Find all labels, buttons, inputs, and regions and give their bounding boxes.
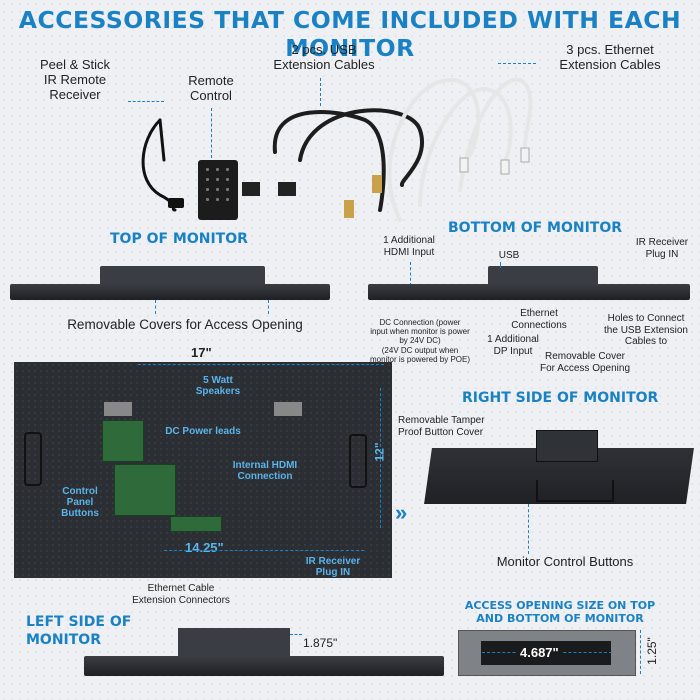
remote-control [198, 160, 238, 220]
removable-cover-label: Removable Cover For Access Opening [539, 351, 631, 374]
speakers-label: 5 Watt Speakers [195, 375, 241, 397]
ir-receiver-plug-label: IR Receiver Plug IN [635, 237, 689, 260]
ethernet-cable-3 [458, 77, 533, 192]
page-title: ACCESSORIES THAT COME INCLUDED WITH EACH… [18, 6, 682, 62]
usb-cables-label: 2 pcs. USB Extension Cables [273, 42, 375, 72]
control-buttons-label: Control Panel Buttons [61, 486, 99, 519]
chevron-right-icon: » [395, 500, 408, 525]
access-width-label: 4.687" [516, 645, 563, 660]
right-handle [536, 480, 614, 502]
ethernet-connectors-label: Ethernet Cable Extension Connectors [132, 583, 230, 606]
ethernet-cables-label: 3 pcs. Ethernet Extension Cables [559, 42, 661, 72]
ethernet-connections-label: Ethernet Connections [511, 308, 567, 331]
right-side-heading: RIGHT SIDE OF MONITOR [462, 390, 659, 406]
hdmi-connection-label: Internal HDMI Connection [232, 460, 298, 482]
back-panel-image [14, 362, 392, 578]
bottom-of-monitor-heading: BOTTOM OF MONITOR [448, 220, 623, 236]
speaker-right [274, 402, 302, 416]
handle-left [24, 432, 42, 486]
left-side-monitor-image [84, 656, 444, 676]
ethernet-cable-1 [387, 77, 481, 222]
remote-label: Remote Control [188, 73, 234, 103]
panel-width-label: 17" [191, 345, 212, 360]
dc-leads-label: DC Power leads [165, 426, 241, 437]
hdmi-input-label: 1 Additional HDMI Input [383, 235, 435, 258]
panel-inner-width-label: 14.25" [185, 540, 224, 555]
ir-receiver-label: Peel & Stick IR Remote Receiver [39, 57, 111, 102]
handle-right [349, 434, 367, 488]
ir-receiver-sensor [168, 198, 184, 208]
ir-receiver-cable [141, 118, 177, 212]
main-board [114, 464, 176, 516]
tamper-cover-label: Removable Tamper Proof Button Cover [398, 415, 485, 438]
top-of-monitor-heading: TOP OF MONITOR [110, 231, 248, 247]
usb-holes-label: Holes to Connect the USB Extension Cable… [604, 313, 688, 347]
access-height-label: 1.25" [644, 637, 659, 665]
bottom-ports-panel [488, 266, 598, 284]
left-side-heading: LEFT SIDE OF MONITOR [26, 614, 132, 648]
ethernet-cable-2 [418, 87, 513, 207]
tamper-cover [536, 430, 598, 462]
top-access-cover [100, 266, 265, 284]
accessories-illustration [141, 77, 533, 222]
ir-receiver-leader [128, 101, 164, 102]
control-board [102, 420, 144, 462]
left-depth-label: 1.875" [303, 636, 338, 650]
left-side-top-block [178, 628, 290, 656]
dp-input-label: 1 Additional DP Input [487, 334, 539, 357]
ir-plug-panel-label: IR Receiver Plug IN [305, 556, 361, 578]
usb-cable-1 [272, 109, 386, 212]
access-opening-heading: ACCESS OPENING SIZE ON TOP AND BOTTOM OF… [464, 599, 656, 625]
usb-cables-leader [320, 78, 321, 106]
usb-label: USB [498, 250, 520, 261]
top-covers-label: Removable Covers for Access Opening [67, 317, 303, 332]
ethernet-cables-leader [498, 63, 536, 64]
top-of-monitor-image [10, 284, 330, 300]
ethernet-board [170, 516, 222, 532]
control-buttons-right-label: Monitor Control Buttons [496, 554, 634, 569]
dc-connection-label: DC Connection (power input when monitor … [369, 318, 471, 364]
usb-cable-2 [298, 108, 424, 187]
bottom-of-monitor-image [368, 284, 690, 300]
remote-leader [211, 108, 212, 158]
speaker-left [104, 402, 132, 416]
